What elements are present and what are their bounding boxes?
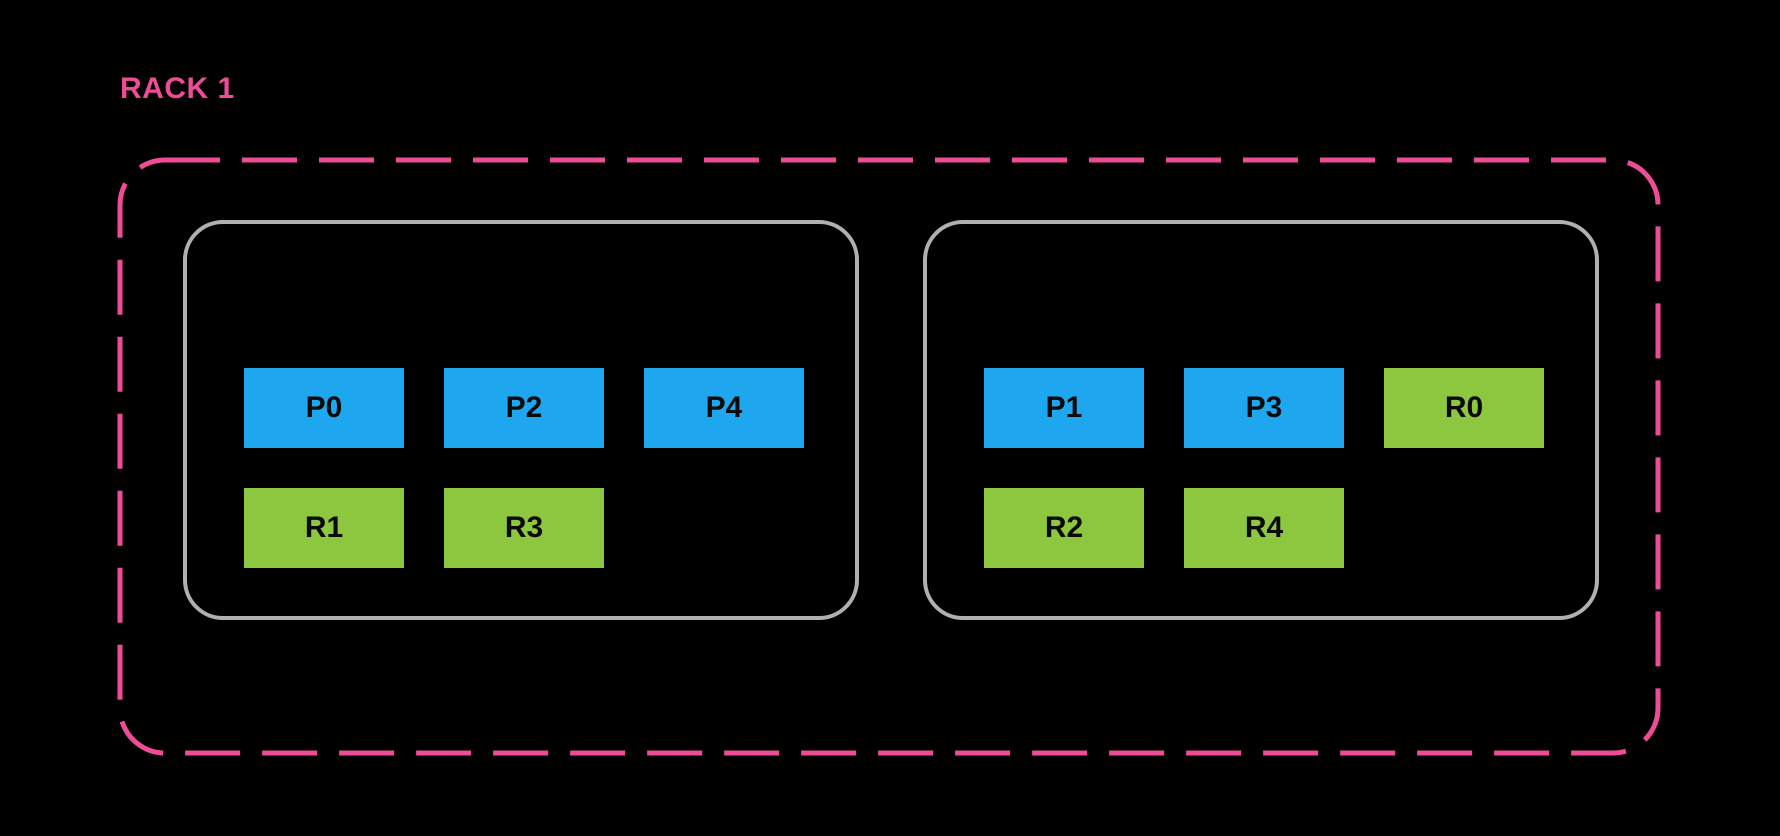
rack-title: RACK 1: [120, 72, 235, 105]
shard-node-p4: P4: [644, 368, 804, 448]
shard-node-p1: P1: [984, 368, 1144, 448]
shard-node-p0: P0: [244, 368, 404, 448]
shard-node-r0: R0: [1384, 368, 1544, 448]
shard-node-r4: R4: [1184, 488, 1344, 568]
shard-node-r2: R2: [984, 488, 1144, 568]
shard-node-p2: P2: [444, 368, 604, 448]
shard-node-r3: R3: [444, 488, 604, 568]
rack-dashed-border: [117, 157, 1661, 756]
shard-node-p3: P3: [1184, 368, 1344, 448]
shard-node-r1: R1: [244, 488, 404, 568]
